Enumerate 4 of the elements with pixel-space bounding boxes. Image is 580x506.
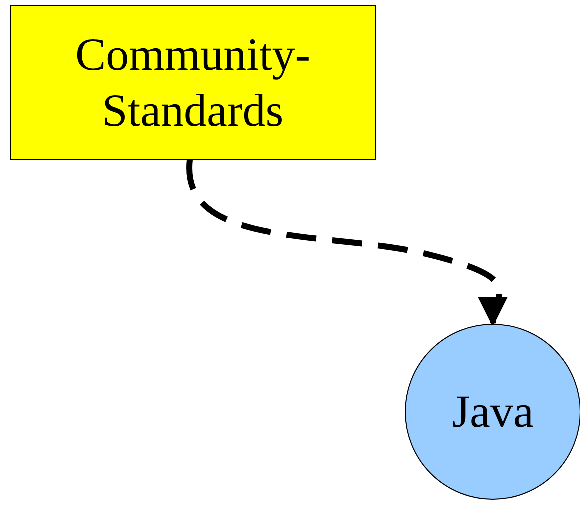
process-box xyxy=(10,5,376,160)
arrow xyxy=(187,160,510,327)
node-label: Community- Standards xyxy=(74,28,312,138)
node-label: Java xyxy=(452,385,534,440)
